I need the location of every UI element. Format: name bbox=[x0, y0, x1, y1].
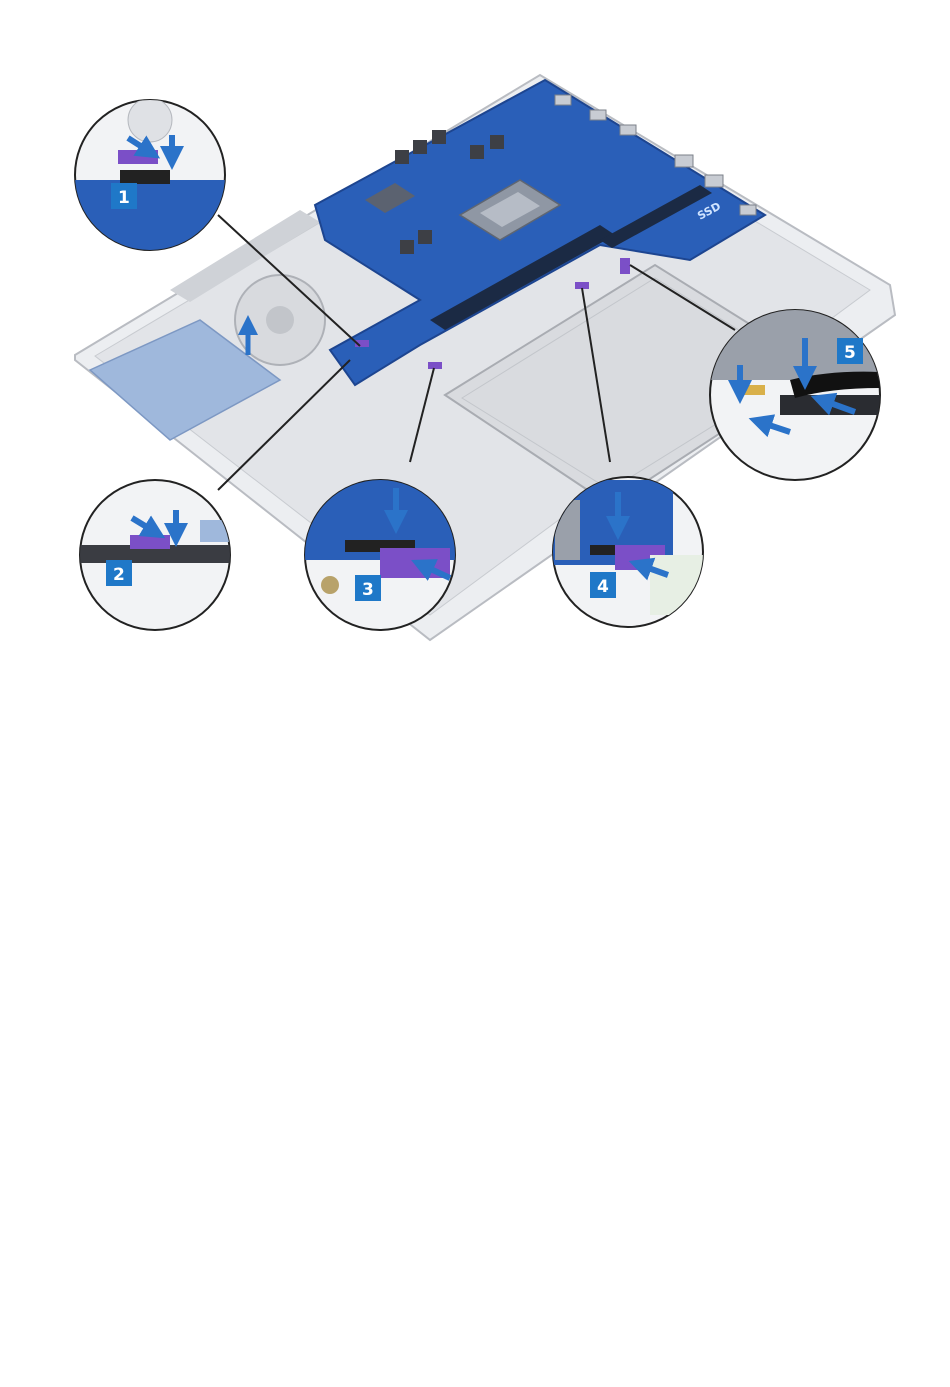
callout-step-3: 3 bbox=[305, 480, 455, 630]
step-1-label: 1 bbox=[118, 188, 130, 208]
callout-step-4: 4 bbox=[553, 477, 710, 627]
callout-step-1: 1 bbox=[75, 98, 225, 250]
motherboard-disassembly-diagram: SSD 1 bbox=[0, 0, 950, 660]
callout-step-2: 2 bbox=[80, 480, 240, 630]
step-3-label: 3 bbox=[362, 580, 374, 600]
step-5-label: 5 bbox=[844, 343, 856, 363]
step-2-label: 2 bbox=[113, 565, 125, 585]
callout-step-5: 5 bbox=[710, 310, 880, 480]
step-4-label: 4 bbox=[597, 577, 609, 597]
